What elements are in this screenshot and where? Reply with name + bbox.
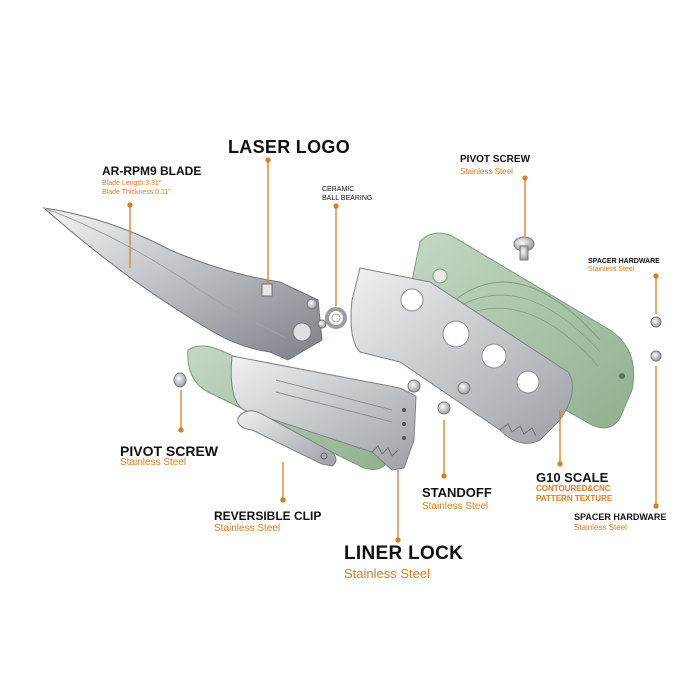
label-pivot-screw-left: PIVOT SCREW — [120, 443, 219, 459]
washer — [317, 319, 327, 329]
label-liner-lock: LINER LOCK — [344, 543, 464, 564]
ball-bearing — [325, 307, 347, 329]
leader-lines — [127, 157, 659, 543]
pivot-screw-left — [173, 372, 187, 388]
pivot-screw-right — [513, 236, 535, 261]
label-standoff-sub: Stainless Steel — [422, 501, 489, 512]
label-g10-scale: G10 SCALE — [536, 470, 609, 485]
label-liner-lock-sub: Stainless Steel — [344, 566, 430, 581]
handle-left — [187, 345, 417, 471]
label-bearing-1: CERAMIC — [322, 186, 355, 193]
label-bearing-2: BALL BEARING — [322, 195, 373, 202]
label-blade: AR-RPM9 BLADE — [102, 164, 202, 178]
label-spacer-bottom-sub: Stainless Steel — [574, 523, 627, 532]
label-g10-scale-sub-1: CONTOURED&CNC — [536, 484, 611, 493]
label-pivot-screw-top-sub: Stainless Steel — [460, 167, 513, 176]
reversible-clip — [237, 410, 337, 467]
standoffs — [407, 379, 471, 415]
label-clip-sub: Stainless Steel — [214, 523, 281, 534]
liner-right — [350, 267, 573, 444]
blade — [42, 207, 323, 361]
label-blade-length: Blade Length:3.31" — [102, 180, 162, 187]
label-pivot-screw-top: PIVOT SCREW — [460, 154, 531, 165]
label-spacer-top-sub: Stainless Steel — [588, 266, 635, 273]
label-clip: REVERSIBLE CLIP — [214, 509, 322, 523]
label-laser-logo: LASER LOGO — [228, 137, 351, 157]
washer — [306, 298, 318, 310]
label-g10-scale-sub-2: PATTERN TEXTURE — [536, 494, 613, 503]
label-blade-thickness: Blade Thickness:0.11" — [102, 189, 171, 196]
label-pivot-screw-left-sub: Stainless Steel — [120, 457, 187, 468]
label-spacer-top: SPACER HARDWARE — [588, 258, 660, 265]
laser-logo-mark — [261, 283, 273, 297]
label-standoff: STANDOFF — [422, 485, 492, 500]
label-spacer-bottom: SPACER HARDWARE — [574, 512, 667, 522]
spacer-screws — [650, 316, 662, 362]
